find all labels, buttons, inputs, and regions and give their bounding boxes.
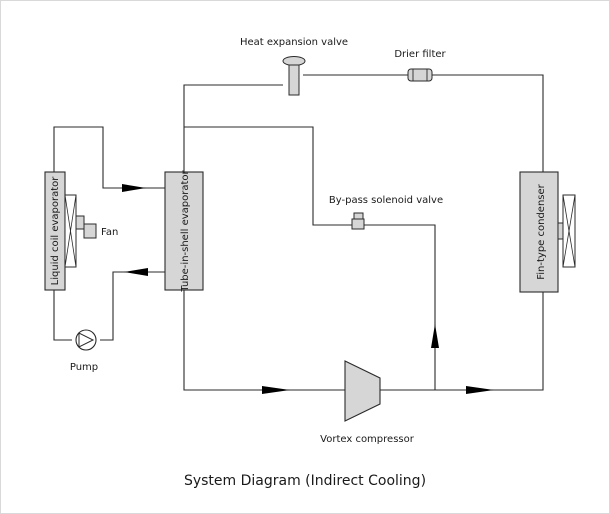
expansion-valve-body: [288, 64, 300, 96]
fin-type-condenser: Fin-type condenser: [519, 171, 576, 293]
pipe-pump-to-coil: [53, 290, 72, 341]
pump-direction-icon: [78, 332, 95, 348]
pump: Pump: [70, 329, 98, 373]
vortex-compressor: Vortex compressor: [320, 360, 415, 445]
liquid-coil-evaporator: Liquid coil evaporator: [44, 171, 66, 291]
tube-in-shell-evaporator: Tube-in-shell evaporator: [164, 169, 204, 293]
condenser-body: [519, 171, 559, 293]
pipe-bypass-to-discharge: [364, 224, 436, 390]
flow-arrow-to-compressor: [262, 386, 290, 394]
fan-hub: [75, 215, 85, 230]
flow-arrow-bypass-up: [431, 324, 439, 348]
expansion-valve-bulb: [282, 56, 306, 66]
fin-type-condenser-label: Fin-type condenser: [536, 183, 547, 279]
diagram-caption: System Diagram (Indirect Cooling): [184, 473, 426, 489]
fan-label: Fan: [101, 227, 118, 238]
pipes: [53, 74, 544, 391]
pipe-bypass-hot-gas: [184, 126, 352, 226]
pipe-evaporator-to-pump: [100, 271, 165, 341]
pipe-coil-to-evaporator-top: [53, 126, 165, 189]
solenoid-valve-body: [351, 218, 365, 230]
fan-blade: [64, 194, 77, 268]
pipe-evaporator-to-expansion-valve: [183, 84, 283, 172]
flow-arrows: [122, 184, 494, 394]
solenoid-coil: [353, 212, 364, 220]
pump-label: Pump: [70, 362, 98, 373]
fan: Fan: [64, 194, 118, 268]
condenser-fan-blade: [562, 194, 576, 268]
liquid-coil-evaporator-label: Liquid coil evaporator: [50, 176, 61, 286]
drier-filter: Drier filter: [394, 49, 447, 82]
bypass-solenoid-valve: By-pass solenoid valve: [329, 195, 443, 230]
heat-expansion-valve-label: Heat expansion valve: [240, 37, 348, 48]
drier-filter-label: Drier filter: [394, 49, 446, 60]
vortex-compressor-label: Vortex compressor: [320, 434, 415, 445]
heat-expansion-valve: Heat expansion valve: [240, 37, 348, 96]
tube-in-shell-evaporator-label: Tube-in-shell evaporator: [180, 169, 191, 292]
flow-arrow-into-evaporator: [122, 184, 146, 192]
flow-arrow-out-of-evaporator: [124, 268, 148, 276]
bypass-solenoid-valve-label: By-pass solenoid valve: [329, 195, 443, 206]
flow-arrow-to-condenser: [466, 386, 494, 394]
tube-in-shell-evaporator-body: [164, 171, 204, 291]
condenser-fan-mount: [557, 222, 564, 240]
drier-filter-body: [407, 68, 433, 82]
pipe-filter-to-condenser: [432, 74, 544, 172]
fan-motor: [83, 223, 97, 239]
compressor-body: [344, 360, 381, 422]
pipe-evaporator-to-compressor: [183, 290, 345, 391]
pipe-compressor-to-condenser: [380, 292, 544, 391]
